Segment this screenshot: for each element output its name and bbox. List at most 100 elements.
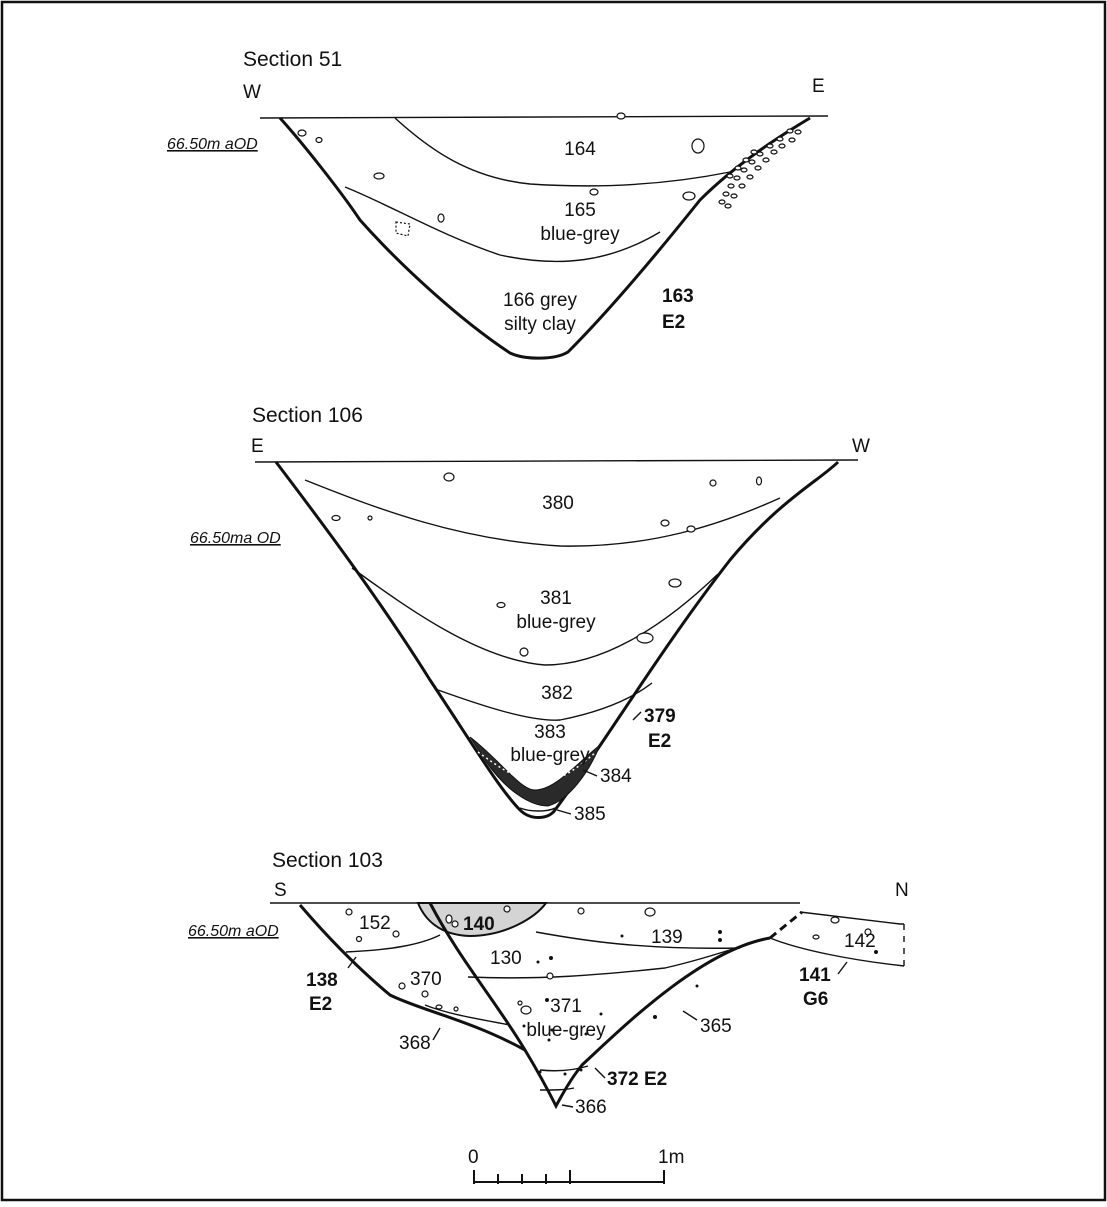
interface-130 — [467, 944, 746, 979]
layer-370-label: 370 — [410, 969, 442, 990]
stone — [519, 647, 529, 657]
stone — [864, 928, 872, 936]
section-103-datum: 66.50m aOD — [188, 923, 279, 940]
layer-140-label: 140 — [463, 914, 495, 935]
layer-165-number: 165 — [564, 200, 596, 221]
layer-139-label: 139 — [651, 927, 683, 948]
scale-end-label: 1m — [658, 1147, 684, 1168]
pebble — [722, 191, 730, 197]
leader-141 — [837, 961, 848, 975]
inclusion — [545, 998, 549, 1002]
stone — [616, 112, 626, 120]
stone — [315, 136, 323, 144]
section-51: Section 51 W E 66.50m aOD — [167, 48, 829, 360]
stone — [546, 972, 554, 980]
stone — [577, 907, 585, 915]
pebble — [788, 137, 796, 143]
pebble — [724, 203, 732, 209]
inclusion — [550, 1028, 554, 1032]
leader-385 — [556, 809, 572, 815]
leader-372 — [594, 1067, 606, 1079]
section-103-ground-right — [799, 911, 904, 925]
layer-368-label: 368 — [399, 1033, 431, 1054]
section-51-west-label: W — [243, 82, 261, 103]
pebble — [727, 183, 735, 189]
stone — [755, 476, 763, 486]
section-51-east-label: E — [812, 76, 825, 97]
leader-138 — [347, 956, 357, 969]
section-103-north-label: N — [895, 880, 909, 901]
section-106-datum: 66.50ma OD — [190, 530, 281, 547]
section-103-cut-138 — [298, 904, 526, 1052]
section-103-cut-141-dashed — [769, 910, 803, 940]
layer-371-description: blue-grey — [526, 1020, 606, 1041]
pebble — [762, 157, 770, 163]
section-51-interface-164 — [394, 117, 731, 187]
interface-368 — [424, 1004, 511, 1026]
layer-380-label: 380 — [542, 493, 574, 514]
layer-166-label-line1: 166 grey — [503, 290, 577, 311]
section-106-east-label: E — [251, 436, 264, 457]
section-106-west-label: W — [852, 436, 870, 457]
stone — [453, 1006, 459, 1012]
pebble — [726, 173, 734, 179]
pebble — [754, 165, 762, 171]
inclusion — [549, 956, 553, 960]
pebble — [778, 143, 786, 149]
stone — [355, 935, 363, 943]
leader-384 — [582, 769, 598, 777]
leader-365 — [682, 1010, 698, 1021]
section-51-cut-line — [278, 116, 811, 360]
cut-372-label: 372 E2 — [607, 1069, 667, 1090]
inclusion — [584, 1032, 588, 1036]
cut-163-number: 163 — [662, 286, 694, 307]
inclusion — [599, 1012, 603, 1016]
pebble — [794, 129, 802, 135]
section-103-south-label: S — [274, 880, 287, 901]
layer-371-number: 371 — [550, 996, 582, 1017]
stone — [644, 907, 656, 917]
pebble — [756, 151, 764, 157]
inclusion — [718, 938, 722, 942]
pebble — [776, 136, 784, 142]
layer-381-description: blue-grey — [516, 612, 596, 633]
section-103: Section 103 S N 66.50m aOD — [188, 849, 909, 1118]
leader-368 — [432, 1027, 441, 1041]
stone — [421, 990, 429, 998]
layer-384-fill — [469, 736, 602, 807]
cut-138-group: E2 — [309, 994, 332, 1015]
pebble — [734, 165, 742, 171]
inclusion — [718, 930, 722, 934]
inclusion — [695, 984, 699, 988]
layer-383-description: blue-grey — [510, 745, 590, 766]
section-106-cut-line — [274, 460, 840, 819]
pebble — [742, 157, 750, 163]
interface-upper-fill — [539, 1065, 589, 1072]
layer-382-label: 382 — [541, 683, 573, 704]
layer-365-label: 365 — [700, 1016, 732, 1037]
inclusion — [874, 950, 878, 954]
pebble — [718, 199, 726, 205]
stone — [437, 213, 445, 223]
stone — [443, 472, 455, 482]
scale-start-label: 0 — [468, 1147, 479, 1168]
layer-164-label: 164 — [564, 139, 596, 160]
stone — [445, 914, 453, 924]
cut-141-number: 141 — [799, 965, 831, 986]
pebble — [748, 159, 756, 165]
stone — [691, 138, 705, 154]
inclusion — [522, 1024, 526, 1028]
section-51-gravel — [718, 128, 802, 209]
layer-142-label: 142 — [844, 931, 876, 952]
layer-385-label: 385 — [574, 804, 606, 825]
stone — [520, 1005, 532, 1015]
layer-152-label: 152 — [359, 913, 391, 934]
stone — [682, 191, 696, 201]
leader-366 — [561, 1104, 574, 1108]
section-51-interface-165 — [344, 186, 661, 263]
pebble — [746, 174, 754, 180]
section-106-ground-line — [254, 459, 859, 463]
stone — [451, 920, 459, 928]
